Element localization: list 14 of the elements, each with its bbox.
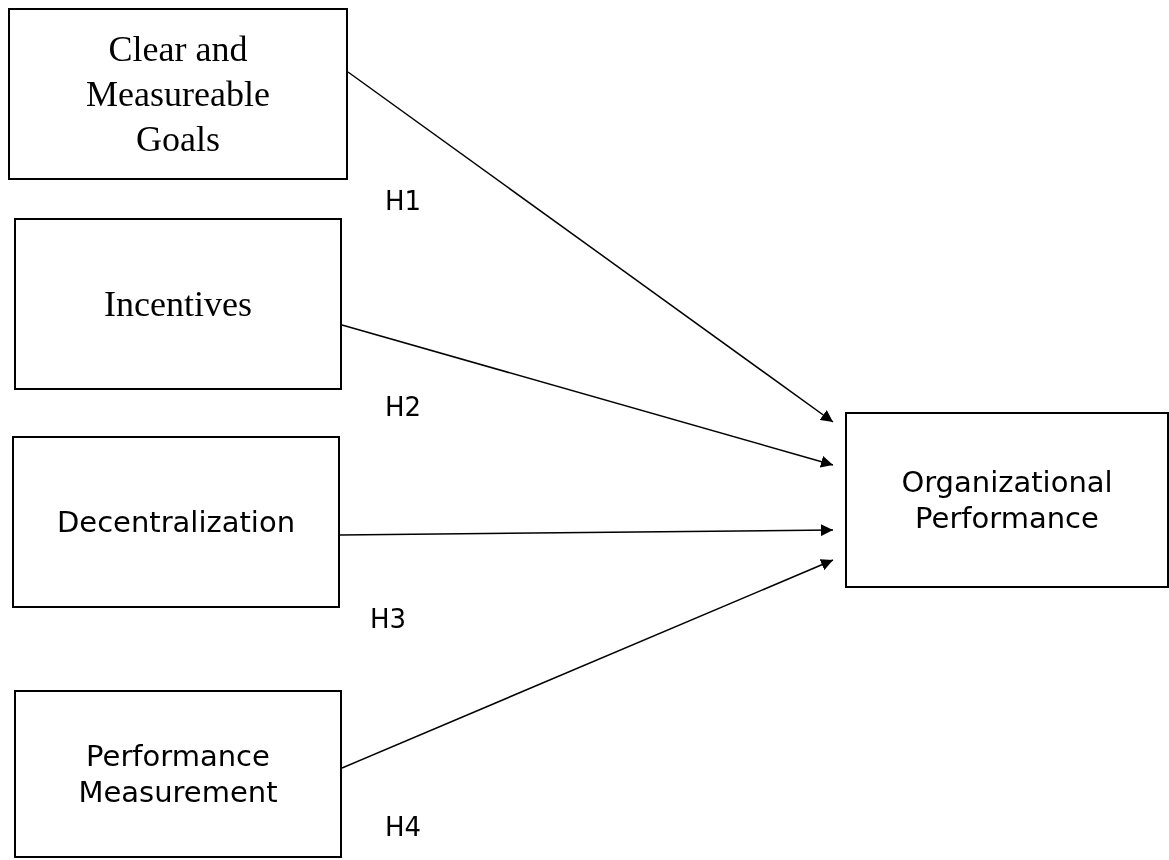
arrow [341,324,834,468]
arrow [347,71,834,423]
box-label: Incentives [104,282,252,326]
variable-box [8,8,348,180]
variable-box [14,218,342,390]
box-label: Organizational Performance [900,463,1114,537]
arrow [341,559,834,769]
box-label: Clear and Measureable Goals [85,27,271,161]
variable-box [845,412,1169,588]
variable-box [14,690,342,858]
box-label: Decentralization [56,503,296,541]
variable-box [12,436,340,608]
arrow [339,524,834,537]
box-label: Performance Measurement [77,737,279,811]
